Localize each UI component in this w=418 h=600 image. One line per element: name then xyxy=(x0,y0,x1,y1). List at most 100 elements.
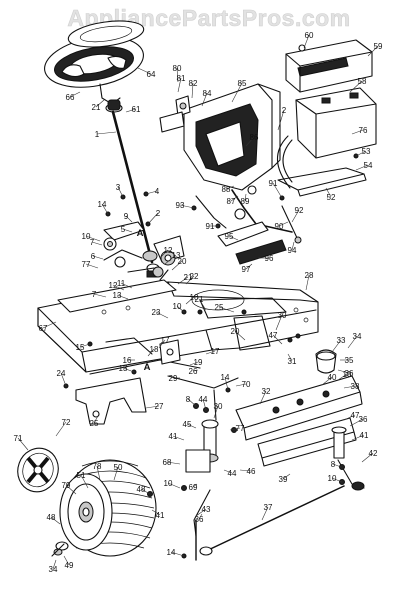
leader-line-14 xyxy=(170,551,185,557)
leader-line-82 xyxy=(191,82,194,99)
leader-line-88 xyxy=(225,185,235,190)
leader-line-70 xyxy=(235,383,247,387)
leader-line-94 xyxy=(291,241,295,251)
leader-line-14 xyxy=(101,203,109,215)
part-label-78: 78 xyxy=(93,462,102,471)
leader-line-90 xyxy=(278,221,289,227)
leader-line-25 xyxy=(218,306,235,313)
leader-line-58 xyxy=(349,80,363,93)
leader-line-54 xyxy=(355,164,369,171)
part-label-60: 60 xyxy=(305,31,314,40)
part-label-10: 10 xyxy=(173,302,182,311)
part-label-11: 11 xyxy=(117,279,126,288)
part-label-10: 10 xyxy=(164,479,173,488)
battery-assembly xyxy=(276,39,377,197)
part-label-61: 61 xyxy=(132,105,141,114)
part-label-77: 77 xyxy=(236,424,245,433)
leader-line-42 xyxy=(361,452,374,463)
part-label-44: 44 xyxy=(228,469,237,478)
leader-line-33 xyxy=(331,339,342,353)
part-label-51: 51 xyxy=(77,471,86,480)
part-label-10: 10 xyxy=(82,232,91,241)
part-label-85: 85 xyxy=(238,79,247,88)
lift-bracket xyxy=(75,337,337,425)
leader-line-23 xyxy=(155,311,169,319)
leader-line-22 xyxy=(185,275,195,285)
part-label-40: 40 xyxy=(328,373,337,382)
leader-line-84 xyxy=(201,92,208,107)
leader-line-30 xyxy=(213,405,219,419)
part-label-48: 48 xyxy=(137,485,146,494)
part-label-12: 12 xyxy=(109,281,118,290)
leader-line-76 xyxy=(351,129,364,135)
part-label-23: 23 xyxy=(152,308,161,317)
part-label-43: 43 xyxy=(202,505,211,514)
leader-line-52 xyxy=(325,187,332,198)
part-label-48: 48 xyxy=(47,513,56,522)
part-label-79: 79 xyxy=(62,481,71,490)
part-label-42: 42 xyxy=(369,449,378,458)
leader-line-47 xyxy=(272,334,283,345)
part-label-9: 9 xyxy=(124,212,129,221)
front-wheel xyxy=(51,459,157,557)
part-label-64: 64 xyxy=(147,70,156,79)
part-label-95: 95 xyxy=(225,232,234,241)
leader-line-92 xyxy=(291,209,300,223)
leader-line-64 xyxy=(137,67,152,75)
leader-line-7 xyxy=(91,241,103,246)
leader-line-41 xyxy=(351,434,365,441)
part-label-59: 59 xyxy=(374,42,383,51)
leader-line-44 xyxy=(223,469,233,474)
leader-line-69 xyxy=(192,483,198,488)
part-label-36: 36 xyxy=(359,415,368,424)
part-label-5: 5 xyxy=(121,225,126,234)
part-label-45: 45 xyxy=(183,420,192,429)
leader-line-59 xyxy=(367,45,379,57)
part-label-31: 31 xyxy=(288,357,297,366)
leader-line-97 xyxy=(245,263,253,270)
spindle-assembly xyxy=(185,419,365,561)
part-label-27: 27 xyxy=(155,402,164,411)
leader-line-78 xyxy=(96,465,101,481)
view-callout-A: A xyxy=(144,362,151,373)
part-label-39: 39 xyxy=(279,475,288,484)
leader-line-77 xyxy=(229,427,241,431)
leader-line-48 xyxy=(50,516,61,525)
leader-line-36 xyxy=(349,418,364,427)
leader-line-45 xyxy=(186,423,197,429)
part-label-21: 21 xyxy=(92,103,101,112)
leader-lines xyxy=(17,34,379,570)
leader-line-20 xyxy=(171,260,183,271)
leader-line-10 xyxy=(337,373,348,381)
part-label-33: 33 xyxy=(337,336,346,345)
part-label-17: 17 xyxy=(161,336,170,345)
leader-line-71 xyxy=(17,437,29,451)
part-label-41: 41 xyxy=(156,511,165,520)
part-label-94: 94 xyxy=(288,246,297,255)
leader-line-44 xyxy=(202,398,207,411)
leader-line-26 xyxy=(192,369,199,372)
dash-panel xyxy=(159,83,281,191)
part-label-88: 88 xyxy=(222,185,231,194)
leader-line-43 xyxy=(195,508,207,517)
part-label-81: 81 xyxy=(177,74,186,83)
leader-line-10 xyxy=(176,305,185,313)
brake-pedal-linkage xyxy=(195,185,302,265)
leader-line-21 xyxy=(95,99,105,108)
leader-line-80 xyxy=(176,67,179,83)
leader-line-6 xyxy=(92,255,104,260)
part-label-72: 72 xyxy=(62,418,71,427)
part-label-12: 12 xyxy=(164,246,173,255)
part-label-7: 7 xyxy=(90,238,95,247)
part-label-66: 66 xyxy=(66,93,75,102)
leader-line-86 xyxy=(245,136,255,147)
leader-line-24 xyxy=(60,372,67,387)
leader-line-87 xyxy=(230,195,239,202)
leader-line-12 xyxy=(112,284,125,291)
part-label-49: 49 xyxy=(65,561,74,570)
part-label-34: 34 xyxy=(49,565,58,574)
leader-line-53 xyxy=(355,150,367,157)
leader-line-30 xyxy=(275,314,283,331)
part-label-16: 16 xyxy=(123,356,132,365)
